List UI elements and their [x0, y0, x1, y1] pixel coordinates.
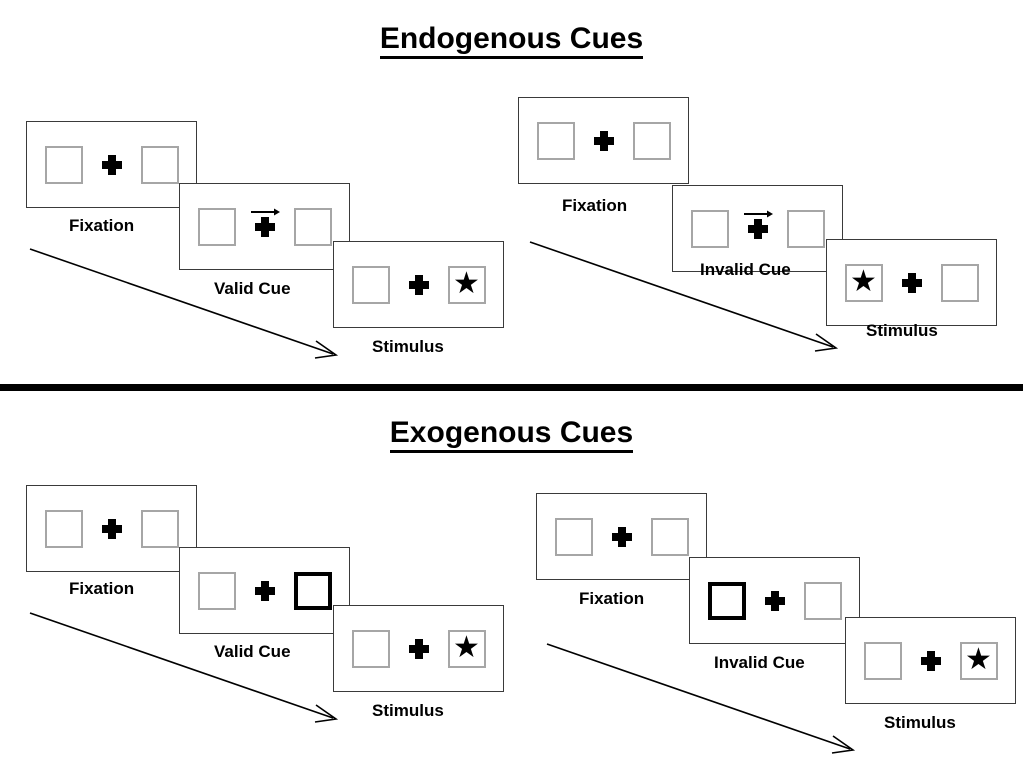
fixation-cross-icon	[408, 630, 430, 668]
left-placeholder-box	[197, 571, 236, 610]
right-placeholder-box	[293, 207, 332, 246]
left-placeholder-box	[863, 641, 902, 680]
stage-label-endogenous-invalid-stimulus: Stimulus	[866, 321, 938, 340]
right-placeholder-box	[940, 263, 979, 302]
cue-arrow-right-icon	[743, 210, 773, 217]
fixation-cross-icon	[901, 264, 923, 302]
right-placeholder-box	[803, 581, 842, 620]
frame-exogenous-invalid-fixation	[536, 493, 707, 580]
section-title-endogenous: Endogenous Cues	[0, 22, 1023, 59]
stage-label-exogenous-invalid-cue: Invalid Cue	[714, 653, 805, 672]
left-placeholder-box	[44, 509, 83, 548]
left-target-box: ★	[844, 263, 883, 302]
right-cued-box	[293, 571, 332, 610]
right-placeholder-box	[140, 509, 179, 548]
frame-exogenous-valid-fixation	[26, 485, 197, 572]
star-target-icon: ★	[850, 264, 877, 298]
fixation-cross-icon	[611, 518, 633, 556]
frame-endogenous-invalid-stimulus: ★	[826, 239, 997, 326]
fixation-cross-icon	[254, 572, 276, 610]
right-placeholder-box	[650, 517, 689, 556]
star-target-icon: ★	[453, 630, 480, 664]
stage-label-exogenous-invalid-stimulus: Stimulus	[884, 713, 956, 732]
frame-endogenous-valid-fixation	[26, 121, 197, 208]
fixation-cross-icon	[593, 122, 615, 160]
section-divider	[0, 384, 1023, 391]
right-placeholder-box	[632, 121, 671, 160]
left-placeholder-box	[554, 517, 593, 556]
fixation-cross-icon	[408, 266, 430, 304]
time-flow-arrow-exogenous-invalid	[546, 643, 856, 754]
right-placeholder-box	[140, 145, 179, 184]
left-placeholder-box	[351, 629, 390, 668]
right-target-box: ★	[447, 629, 486, 668]
stage-label-exogenous-valid-stimulus: Stimulus	[372, 701, 444, 720]
right-target-box: ★	[959, 641, 998, 680]
star-target-icon: ★	[453, 266, 480, 300]
frame-endogenous-invalid-fixation	[518, 97, 689, 184]
left-placeholder-box	[690, 209, 729, 248]
left-cued-box	[707, 581, 746, 620]
fixation-cross-icon	[101, 510, 123, 548]
right-placeholder-box	[786, 209, 825, 248]
frame-exogenous-valid-cue	[179, 547, 350, 634]
frame-exogenous-invalid-cue	[689, 557, 860, 644]
fixation-cross-icon	[250, 208, 280, 246]
frame-endogenous-valid-cue	[179, 183, 350, 270]
section-title-exogenous-text: Exogenous Cues	[389, 416, 634, 453]
stage-label-exogenous-valid-cue: Valid Cue	[214, 642, 291, 661]
right-target-box: ★	[447, 265, 486, 304]
stage-label-endogenous-valid-fixation: Fixation	[69, 216, 135, 235]
frame-exogenous-valid-stimulus: ★	[333, 605, 504, 692]
fixation-cross-icon	[743, 210, 773, 248]
stage-label-exogenous-valid-fixation: Fixation	[69, 579, 135, 598]
fixation-cross-icon	[764, 582, 786, 620]
section-title-endogenous-text: Endogenous Cues	[379, 22, 644, 59]
stage-label-endogenous-valid-cue: Valid Cue	[214, 279, 291, 298]
fixation-cross-icon	[920, 642, 942, 680]
left-placeholder-box	[536, 121, 575, 160]
stage-label-exogenous-invalid-fixation: Fixation	[579, 589, 645, 608]
left-placeholder-box	[351, 265, 390, 304]
fixation-cross-icon	[101, 146, 123, 184]
left-placeholder-box	[44, 145, 83, 184]
frame-exogenous-invalid-stimulus: ★	[845, 617, 1016, 704]
stage-label-endogenous-valid-stimulus: Stimulus	[372, 337, 444, 356]
section-title-exogenous: Exogenous Cues	[0, 416, 1023, 453]
frame-endogenous-valid-stimulus: ★	[333, 241, 504, 328]
star-target-icon: ★	[965, 642, 992, 676]
frame-endogenous-invalid-cue	[672, 185, 843, 272]
left-placeholder-box	[197, 207, 236, 246]
stage-label-endogenous-invalid-cue: Invalid Cue	[700, 260, 791, 279]
cue-arrow-right-icon	[250, 208, 280, 215]
stage-label-endogenous-invalid-fixation: Fixation	[562, 196, 628, 215]
